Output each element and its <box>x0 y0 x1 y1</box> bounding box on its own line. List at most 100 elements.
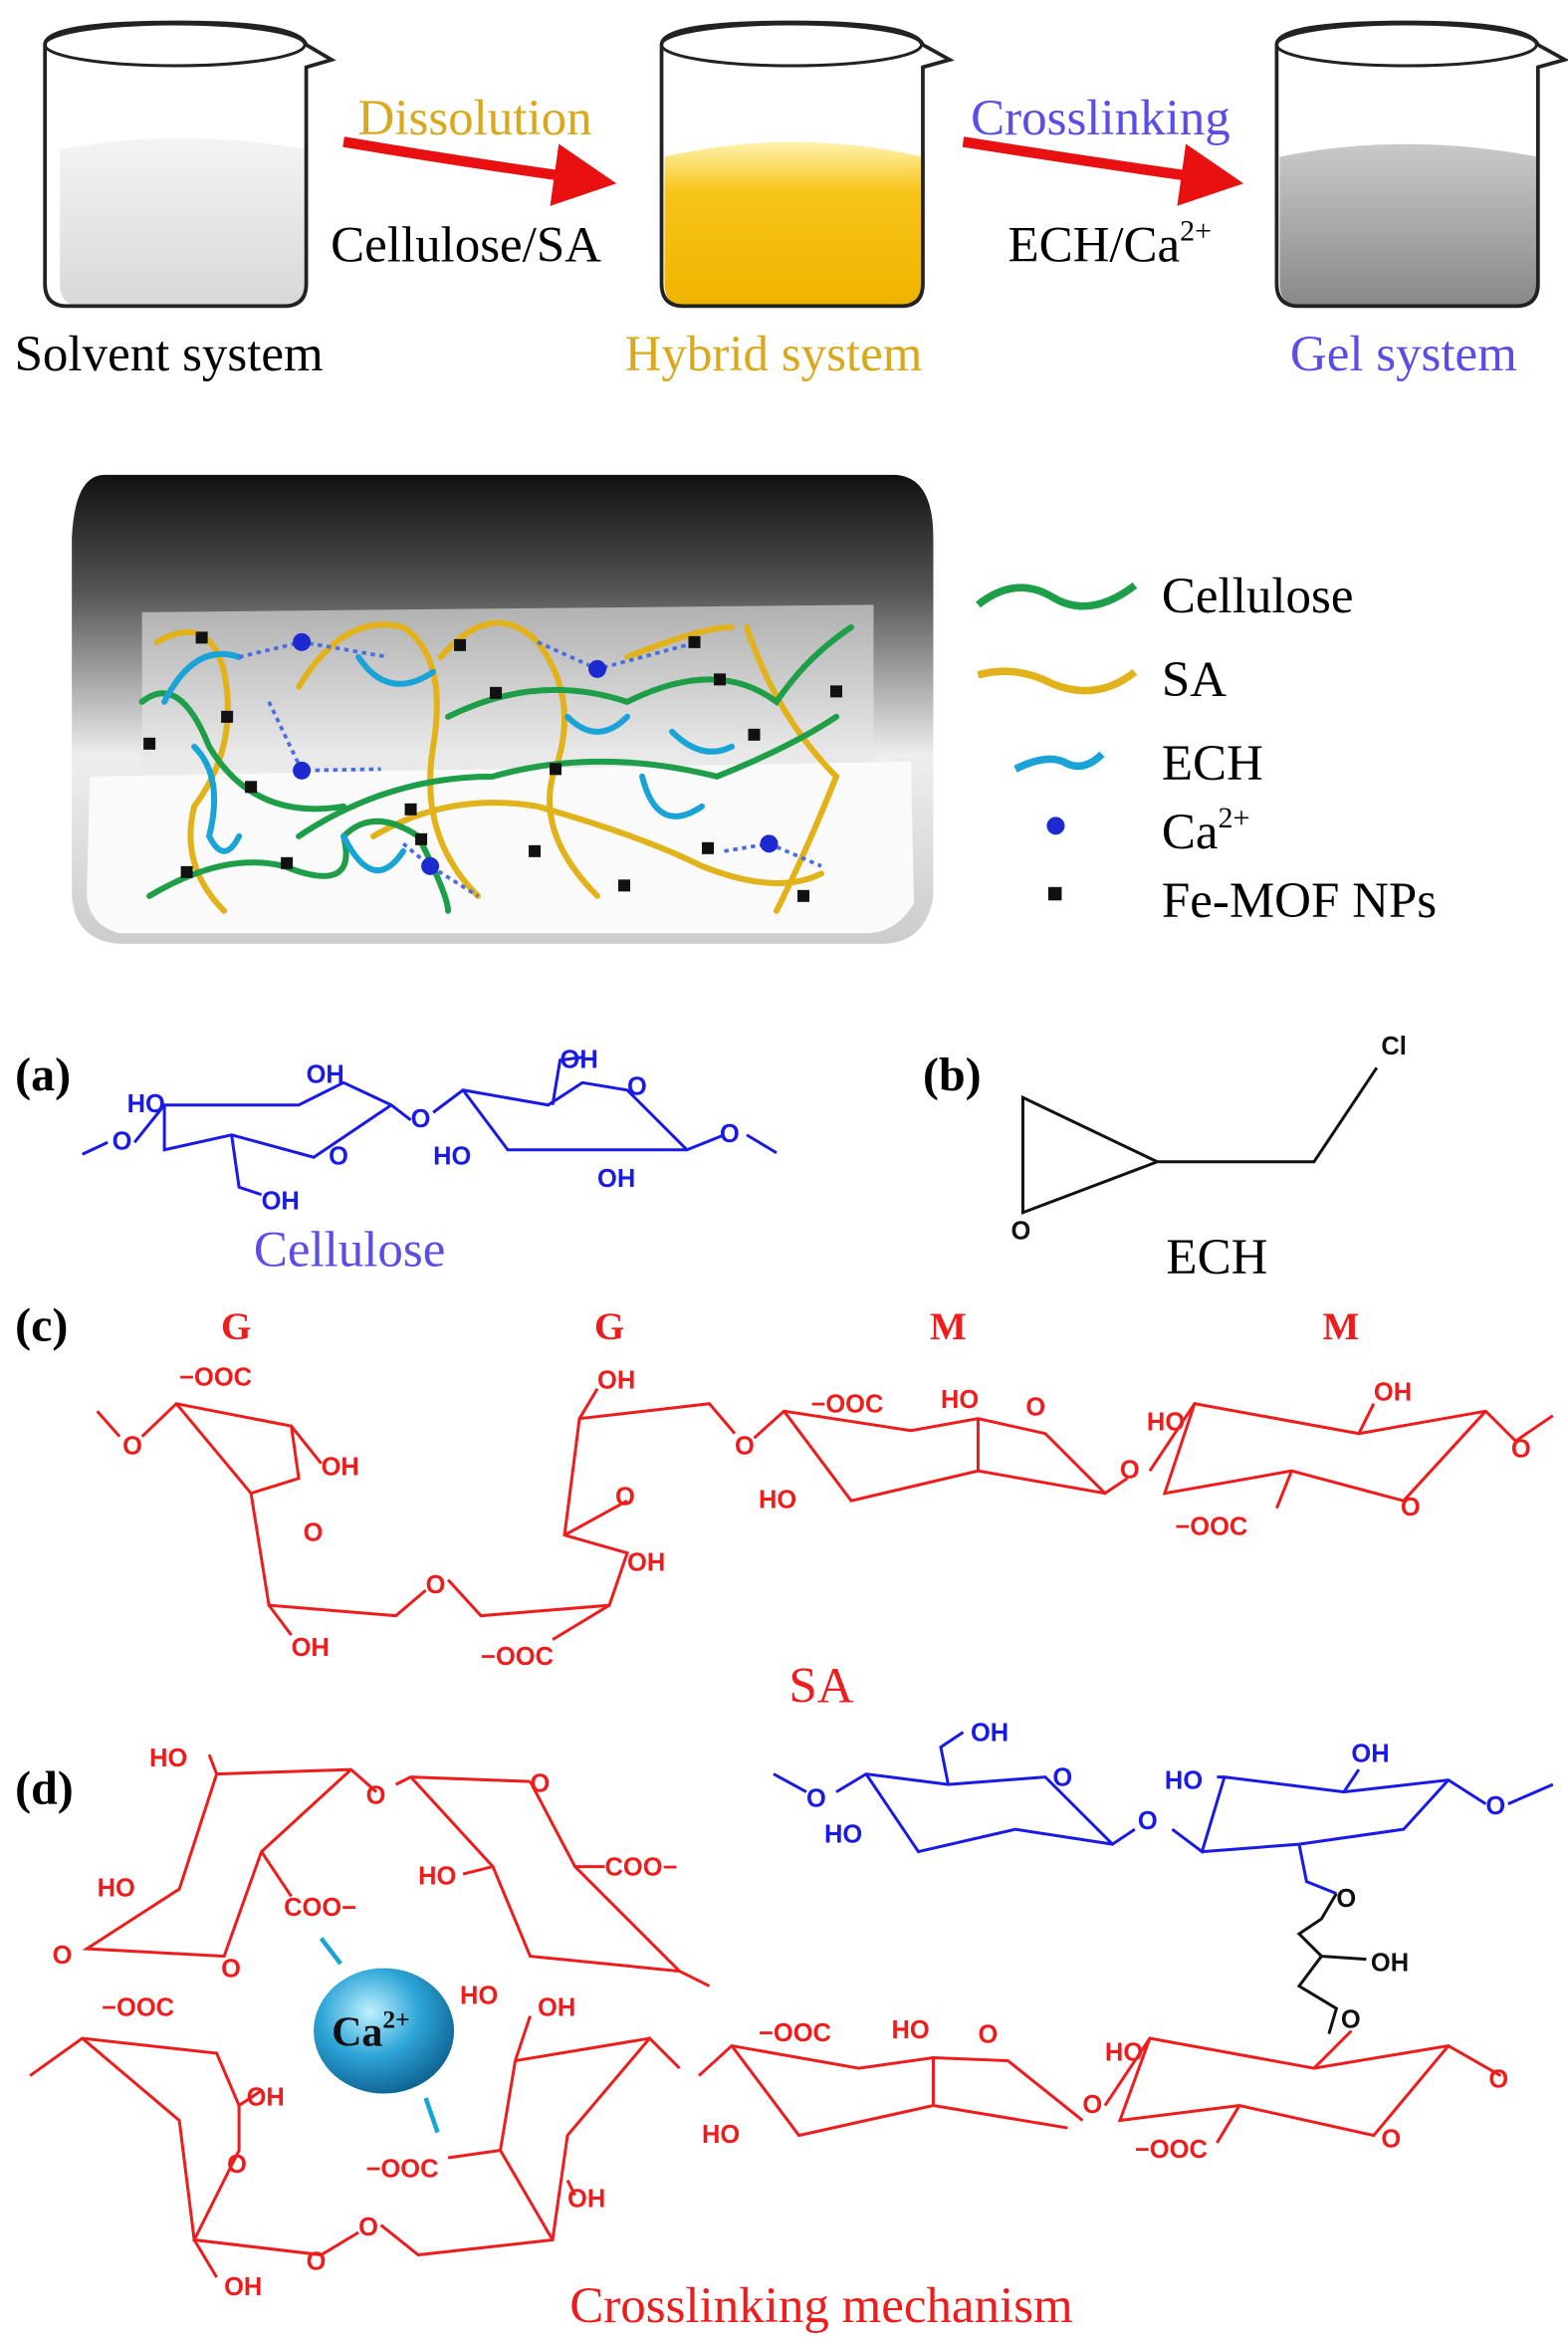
sa-atom-label: HO <box>941 1386 979 1414</box>
crosslink-atom-label: HO <box>702 2121 740 2149</box>
sa-atom-label: O <box>1401 1494 1421 1521</box>
legend-ca-marker <box>1046 817 1065 835</box>
crosslink-atom-label: O <box>531 1770 551 1798</box>
crosslink-atom-label: OH <box>538 1994 575 2022</box>
fe-mof-nanoparticle <box>490 686 503 699</box>
cellulose-chain <box>445 623 854 720</box>
fe-mof-nanoparticle <box>454 638 467 651</box>
crosslink-bridge <box>1296 1892 1367 2034</box>
ech-chain <box>340 832 407 874</box>
fe-mof-nanoparticle <box>180 865 193 878</box>
arrow-crosslinking <box>962 136 1244 206</box>
crosslink-atom-label: O <box>1341 2006 1361 2034</box>
cellulose-title: Cellulose <box>254 1223 446 1279</box>
ech-chain <box>639 773 706 819</box>
unit-g1: G <box>221 1305 251 1348</box>
fe-mof-nanoparticle <box>714 673 727 686</box>
arrow-dissolution <box>342 136 617 206</box>
crosslink-atom-label: O <box>221 1956 241 1984</box>
fe-mof-nanoparticle <box>550 763 562 776</box>
crosslink-atom-label: OH <box>567 2186 605 2214</box>
ca-ion-marker <box>293 632 312 651</box>
fe-mof-nanoparticle <box>748 728 761 741</box>
crosslink-atom-label: COO− <box>284 1894 356 1922</box>
sa-atom-label: O <box>1511 1436 1531 1464</box>
ca-ion-marker <box>421 856 440 875</box>
sa-atom-label: HO <box>1147 1409 1185 1437</box>
crosslinking-label: Crosslinking <box>971 91 1231 146</box>
cellulose-atom-label: OH <box>307 1060 344 1088</box>
ca-coordination-lines <box>319 1937 440 2134</box>
sa-atom-label: O <box>1120 1457 1140 1485</box>
ech-title: ECH <box>1166 1230 1267 1285</box>
beaker-gel <box>1274 20 1568 309</box>
fe-mof-nanoparticle <box>796 889 809 902</box>
sa-atom-label: OH <box>292 1634 330 1662</box>
gel-network-box <box>72 474 934 944</box>
crosslink-atom-label: O <box>1138 1807 1158 1835</box>
cellulose-atom-label: O <box>112 1128 132 1156</box>
crosslink-atom-label: HO <box>824 1821 862 1849</box>
sa-chain <box>296 621 482 899</box>
sa-atom-label: O <box>122 1433 142 1461</box>
sa-chain <box>370 800 824 886</box>
sa-atom-label: HO <box>759 1487 796 1515</box>
fe-mof-nanoparticle <box>415 832 428 845</box>
fe-mof-nanoparticle <box>688 635 701 648</box>
cellulose-sa-label: Cellulose/SA <box>331 217 601 273</box>
fe-mof-nanoparticle <box>829 685 842 698</box>
beaker-hybrid <box>659 20 955 309</box>
legend-femof-label: Fe-MOF NPs <box>1162 873 1437 929</box>
crosslink-atom-label: O <box>1082 2091 1102 2119</box>
ech-structure <box>1020 1066 1379 1215</box>
cellulose-atom-label: O <box>720 1120 740 1148</box>
crosslink-atom-label: HO <box>98 1875 135 1903</box>
panel-c-label: (c) <box>15 1299 68 1352</box>
sa-atom-label: O <box>1025 1394 1045 1422</box>
crosslink-atom-label: −OOC <box>1135 2136 1208 2164</box>
crosslink-atom-label: O <box>978 2021 998 2049</box>
sa-atom-label: −OOC <box>810 1391 883 1419</box>
ech-chain <box>191 743 243 854</box>
solvent-system-label: Solvent system <box>15 327 324 382</box>
legend: Cellulose SA ECH Ca2+ Fe-MOF NPs <box>976 569 1437 929</box>
panel-b-label: (b) <box>923 1049 982 1101</box>
crosslink-atom-label: HO <box>460 1983 498 2010</box>
fe-mof-nanoparticle <box>245 781 258 794</box>
cellulose-atom-label: HO <box>433 1143 471 1171</box>
legend-cellulose-swatch <box>976 582 1138 610</box>
crosslink-title: Crosslinking mechanism <box>569 2278 1072 2334</box>
ech-chain <box>355 653 437 687</box>
ca-ion-marker <box>293 761 312 780</box>
crosslink-atom-label: COO− <box>605 1854 678 1882</box>
ech-chain <box>669 728 736 755</box>
cellulose-atom-label: O <box>329 1143 348 1171</box>
ech-atom-label: Cl <box>1381 1033 1407 1060</box>
fe-mof-nanoparticle <box>702 841 715 854</box>
sa-atom-label: OH <box>627 1549 665 1577</box>
fe-mof-nanoparticle <box>221 710 234 723</box>
crosslink-atom-label: O <box>1485 1792 1505 1820</box>
ca-ion: Ca2+ <box>314 1968 455 2094</box>
sa-atom-label: O <box>615 1484 635 1512</box>
legend-sa-label: SA <box>1162 652 1227 708</box>
panel-a-label: (a) <box>15 1049 71 1101</box>
legend-ca-label: Ca2+ <box>1162 802 1250 860</box>
fe-mof-nanoparticle <box>281 856 294 869</box>
legend-cellulose-label: Cellulose <box>1162 569 1354 624</box>
sa-structure <box>96 1387 1554 1641</box>
hybrid-system-label: Hybrid system <box>625 327 923 382</box>
crosslink-atom-label: −OOC <box>366 2156 439 2184</box>
crosslink-structure-red <box>29 1753 1502 2278</box>
crosslink-atom-label: O <box>1052 1764 1072 1792</box>
ca-ion-label: Ca2+ <box>332 2005 410 2056</box>
fe-mof-nanoparticle <box>143 737 156 750</box>
unit-m1: M <box>930 1305 967 1348</box>
unit-m2: M <box>1322 1305 1359 1348</box>
crosslink-atom-label: O <box>307 2248 327 2276</box>
crosslink-atom-label: O <box>1488 2066 1508 2094</box>
cellulose-atom-label: O <box>411 1105 431 1133</box>
crosslink-atom-label: HO <box>1105 2039 1143 2067</box>
